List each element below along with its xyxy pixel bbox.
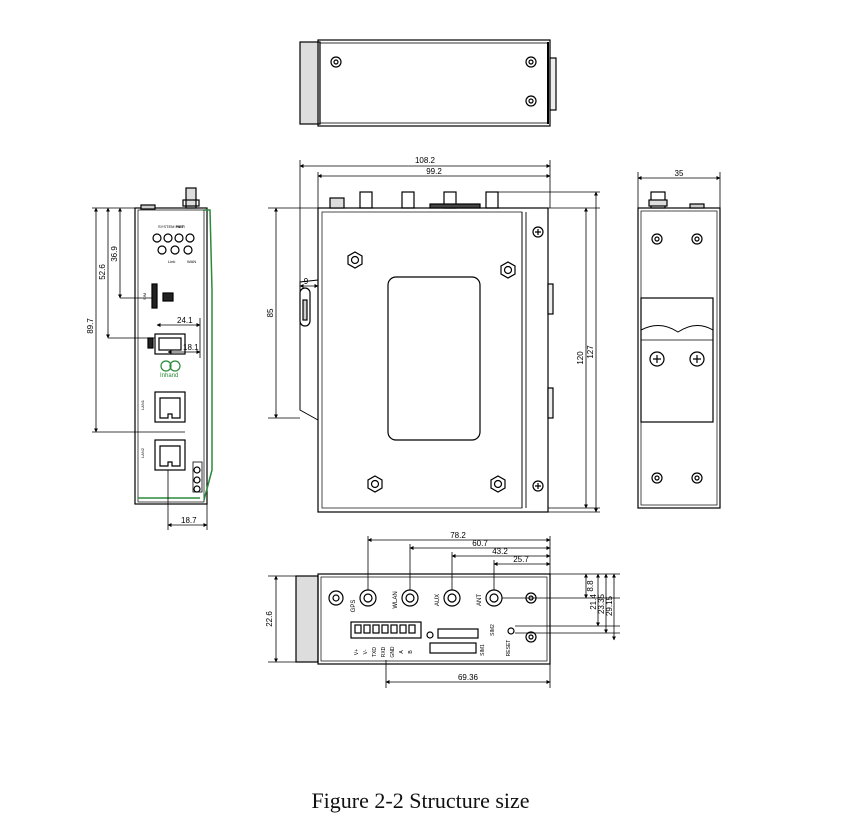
dim-front-height-total: 127 — [586, 345, 595, 359]
side-view-sim-slot — [151, 283, 158, 309]
reset-label: RESET — [506, 640, 512, 657]
terminal-block — [350, 621, 422, 639]
figure-caption: Figure 2-2 Structure size — [311, 788, 530, 813]
sim1-label: SIM1 — [480, 644, 486, 656]
dim-bottom-depth: 22.6 — [265, 611, 274, 627]
side-view-lan-port-2 — [154, 439, 186, 471]
front-view — [268, 160, 600, 513]
dim-side-upper-height: 52.6 — [98, 264, 107, 280]
dim-bottom-d4: 25.7 — [513, 555, 529, 564]
dim-bottom-r2: 21.4 — [589, 594, 598, 610]
bottom-view-housing — [317, 573, 551, 665]
right-view-housing — [637, 207, 721, 509]
ant-label: ANT — [477, 594, 483, 606]
top-view-screw-1 — [330, 56, 342, 68]
dim-front-width: 108.2 — [415, 156, 436, 165]
reset-button — [507, 627, 515, 635]
terminal-pin-label: A — [399, 650, 405, 654]
dim-bottom-r3: 23.35 — [597, 593, 606, 614]
front-view-screw-3 — [367, 475, 383, 493]
front-view-din-clip — [299, 287, 311, 327]
sim1-slot — [429, 642, 477, 654]
front-view-rail-screw-2 — [532, 480, 544, 492]
sim2-slot — [437, 628, 479, 639]
dim-bottom-terminal-width: 69.36 — [458, 673, 479, 682]
side-view — [92, 187, 213, 530]
terminal-pin-label: B — [408, 650, 414, 654]
front-view-screw-4 — [490, 475, 506, 493]
dim-side-sim-width: 24.1 — [177, 316, 193, 325]
dim-bottom-d2: 60.7 — [472, 539, 488, 548]
terminal-pin-label: V- — [363, 649, 369, 654]
dim-front-height-inner: 120 — [576, 351, 585, 365]
side-view-lan-port-1 — [154, 391, 186, 423]
lan1-label: LAN1 — [140, 399, 145, 410]
dim-front-clip: 9 — [304, 277, 309, 286]
top-view-din-clip — [299, 41, 321, 125]
dim-side-total-height: 89.7 — [86, 318, 95, 334]
terminal-pin-label: V+ — [354, 649, 360, 655]
side-view-antenna — [185, 187, 197, 209]
gps-label: GPS — [351, 600, 357, 613]
top-view-housing — [317, 39, 551, 127]
front-view-screw-1 — [347, 251, 363, 269]
aux-label: AUX — [435, 594, 441, 606]
right-view — [637, 172, 721, 509]
side-view-housing — [134, 207, 208, 505]
bottom-view — [268, 536, 620, 688]
led-label-link: Link — [168, 259, 175, 264]
dim-side-usb-width: 18.1 — [183, 343, 199, 352]
wlan-connector — [401, 589, 419, 607]
right-view-bracket-screw-1 — [649, 351, 665, 367]
front-view-rail-screw-1 — [532, 226, 544, 238]
right-view-din-bracket — [640, 297, 714, 423]
terminal-pin-label: TXD — [372, 647, 378, 657]
front-view-screw-2 — [500, 261, 516, 279]
bottom-view-din-clip — [295, 575, 319, 663]
led-label-net: NET — [176, 224, 185, 229]
dim-front-height: 85 — [266, 308, 275, 317]
dim-right-width: 35 — [675, 169, 684, 178]
dim-bottom-r1: 8.8 — [586, 580, 595, 592]
brand-label: Inhand — [160, 373, 178, 379]
top-view-screw-2 — [525, 56, 537, 68]
terminal-pin-label: GND — [390, 646, 396, 658]
dim-bottom-r4: 29.15 — [605, 595, 614, 616]
top-view — [299, 39, 557, 127]
dim-front-inner-width: 99.2 — [426, 167, 442, 176]
gps-connector — [359, 589, 377, 607]
sim2-label: SIM2 — [490, 624, 496, 636]
led-label-wan: WAN — [187, 259, 196, 264]
ant-connector — [485, 589, 503, 607]
terminal-pin-label: RXD — [381, 646, 387, 657]
led-label-system-pwr: SYSTEM PWR — [158, 224, 185, 229]
front-view-label-window — [387, 276, 481, 441]
lan2-label: LAN2 — [140, 447, 145, 458]
top-view-screw-3 — [525, 95, 537, 107]
dim-side-bottom-width: 18.7 — [181, 516, 197, 525]
side-sim-label: SIM — [142, 293, 147, 300]
wlan-label: WLAN — [393, 591, 399, 608]
right-view-bracket-screw-2 — [689, 351, 705, 367]
dim-bottom-d1: 78.2 — [450, 531, 466, 540]
side-view-usb-port — [154, 333, 186, 355]
dim-bottom-d3: 43.2 — [492, 547, 508, 556]
dim-side-top-height: 36.9 — [110, 246, 119, 262]
aux-connector — [443, 589, 461, 607]
